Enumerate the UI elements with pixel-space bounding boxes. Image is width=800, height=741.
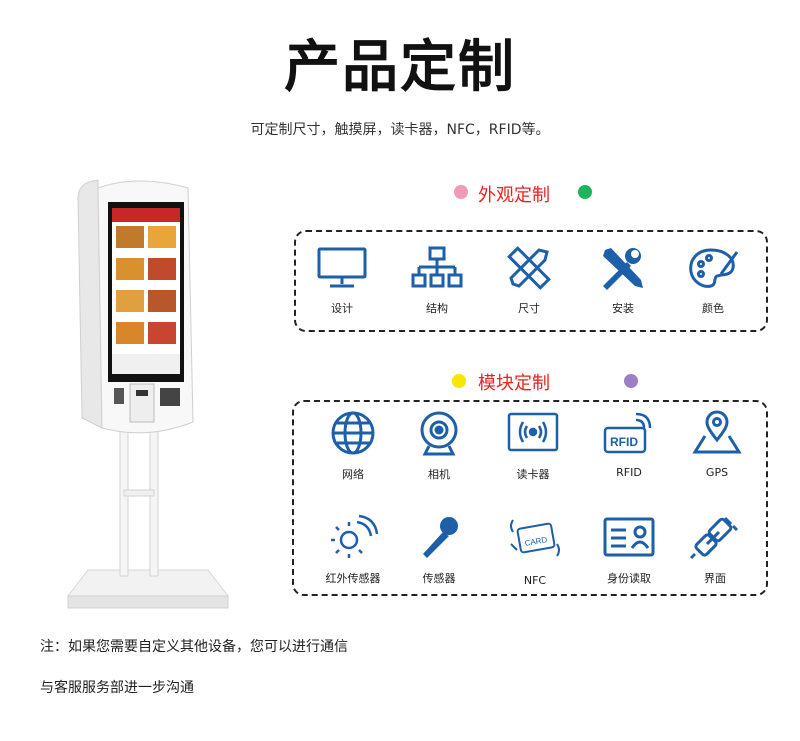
module-id-reader[interactable]: 身份读取 [584, 514, 674, 586]
gps-icon [692, 410, 742, 454]
option-size[interactable]: 尺寸 [484, 246, 574, 316]
tools-icon [603, 248, 643, 290]
modules-section-title: 模块定制 [478, 373, 550, 394]
appearance-options-box [294, 230, 768, 332]
option-label: 结构 [426, 302, 448, 315]
infrared-icon [331, 514, 379, 558]
decorative-dot-purple [624, 374, 638, 388]
note-line-2: 与客服服务部进一步沟通 [40, 680, 194, 696]
kiosk-product-image [66, 179, 230, 609]
option-label: 尺寸 [518, 302, 540, 315]
module-label: 读卡器 [516, 468, 550, 481]
module-card-reader[interactable]: 读卡器 [488, 410, 578, 482]
decorative-dot-green [578, 185, 592, 199]
plug-icon [689, 516, 739, 560]
camera-icon [420, 411, 458, 456]
module-label: RFID [616, 466, 642, 479]
module-label: NFC [523, 574, 547, 587]
module-sensor[interactable]: 传感器 [394, 514, 484, 586]
option-label: 颜色 [702, 302, 724, 315]
option-color[interactable]: 颜色 [668, 246, 758, 316]
module-label: 相机 [428, 468, 450, 481]
page-subtitle: 可定制尺寸，触摸屏，读卡器，NFC，RFID等。 [250, 122, 550, 138]
module-interface[interactable]: 界面 [670, 514, 760, 586]
microphone-icon [423, 517, 458, 558]
module-camera[interactable]: 相机 [394, 410, 484, 482]
module-network[interactable]: 网络 [308, 410, 398, 482]
id-card-icon [603, 517, 655, 557]
modules-options-box [292, 400, 768, 596]
globe-icon [331, 411, 375, 455]
module-label: 网络 [342, 468, 364, 481]
svg-text:CARD: CARD [524, 535, 548, 548]
decorative-dot-pink [454, 185, 468, 199]
option-label: 设计 [331, 302, 353, 315]
option-install[interactable]: 安装 [578, 246, 668, 316]
module-rfid[interactable]: RFID RFID [584, 410, 674, 479]
svg-text:RFID: RFID [610, 435, 638, 449]
structure-icon [411, 246, 463, 288]
option-label: 安装 [612, 302, 634, 315]
module-gps[interactable]: GPS [672, 410, 762, 479]
palette-icon [689, 248, 739, 288]
option-design[interactable]: 设计 [297, 246, 387, 316]
note-line-1: 注：如果您需要自定义其他设备，您可以进行通信 [40, 639, 348, 655]
appearance-section-title: 外观定制 [478, 185, 550, 206]
module-nfc[interactable]: CARD NFC [490, 514, 580, 587]
module-infrared[interactable]: 红外传感器 [308, 514, 398, 586]
card-reader-icon [507, 412, 559, 452]
monitor-icon [317, 247, 367, 288]
module-label: 界面 [704, 572, 726, 585]
page-title: 产品定制 [284, 35, 516, 100]
ruler-pencil-icon [507, 246, 551, 290]
module-label: 身份读取 [607, 572, 651, 585]
module-label: 红外传感器 [325, 572, 381, 585]
module-label: GPS [705, 466, 729, 479]
decorative-dot-yellow [452, 374, 466, 388]
rfid-icon: RFID [603, 412, 652, 454]
module-label: 传感器 [422, 572, 456, 585]
option-structure[interactable]: 结构 [392, 246, 482, 316]
nfc-card-icon: CARD [510, 519, 560, 557]
